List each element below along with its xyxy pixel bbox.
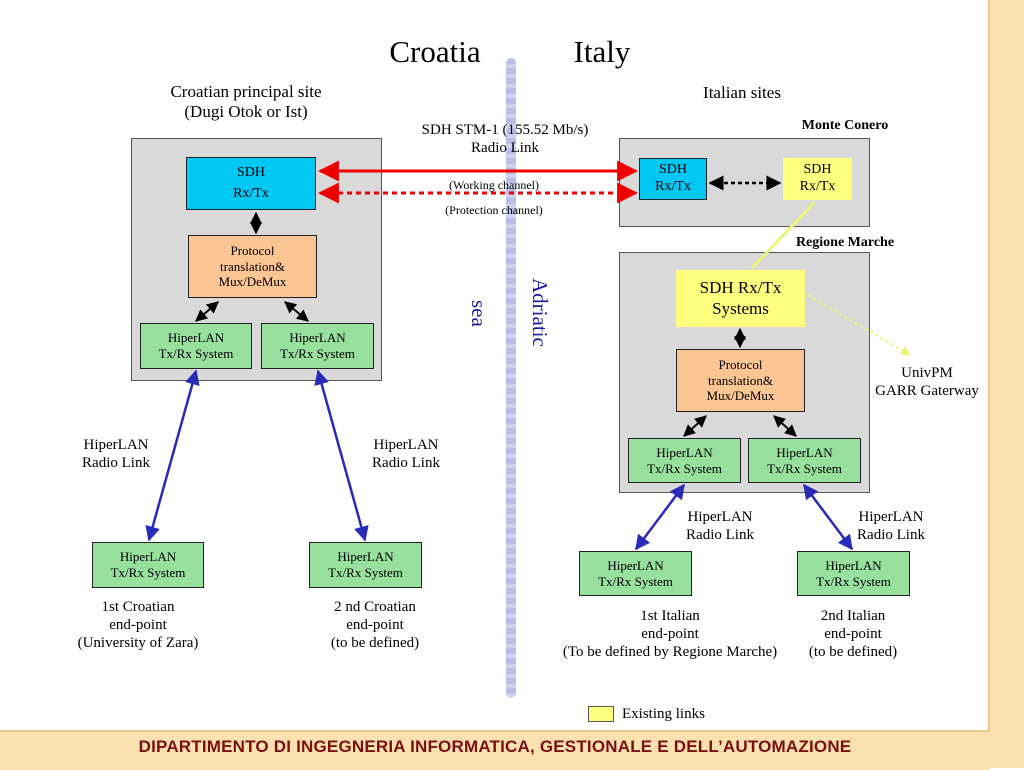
italian-radio-link-right (803, 483, 853, 551)
italian-protocol-hiperlan-left-link (683, 415, 707, 437)
croatian-protocol-hiperlan-right-link (284, 301, 309, 322)
italian-protocol-hiperlan-right-link (773, 415, 797, 437)
croatian-site-title: Croatian principal site (Dugi Otok or Is… (170, 82, 322, 122)
footer-bar (0, 730, 990, 770)
existing-link-univpm (807, 294, 911, 356)
italian-protocol-box: Protocol translation& Mux/DeMux (676, 349, 805, 412)
croatian-radio-link-label-right: HiperLAN Radio Link (372, 437, 440, 471)
adriatic-label: Adriatic (528, 278, 552, 347)
croatian-protocol-box: Protocol translation& Mux/DeMux (188, 235, 317, 298)
croatian-endpoint1-box: HiperLAN Tx/Rx System (92, 542, 204, 588)
sea-divider (506, 58, 516, 698)
croatian-hiperlan-box-left: HiperLAN Tx/Rx System (140, 323, 252, 369)
regione-marche-label: Regione Marche (795, 235, 895, 250)
monte-conero-label: Monte Conero (801, 118, 889, 133)
right-band-divider (988, 0, 990, 768)
italian-endpoint2-box: HiperLAN Tx/Rx System (797, 551, 910, 596)
italian-radio-link-left (635, 483, 685, 551)
univpm-gateway-label: UnivPM GARR Gaterway (875, 365, 979, 399)
croatian-endpoint2-box: HiperLAN Tx/Rx System (309, 542, 422, 588)
legend-existing-links-label: Existing links (622, 706, 705, 722)
country-title-italy: Italy (573, 34, 631, 69)
croatian-sdh-box: SDH Rx/Tx (186, 157, 316, 210)
sea-label: sea (467, 300, 491, 327)
italian-hiperlan-box-right: HiperLAN Tx/Rx System (748, 438, 861, 483)
footer-title: DIPARTIMENTO DI INGEGNERIA INFORMATICA, … (138, 737, 852, 756)
monte-sdh-box-right: SDH Rx/Tx (783, 158, 852, 200)
country-title-croatia: Croatia (389, 34, 481, 69)
italian-endpoint1-box: HiperLAN Tx/Rx System (579, 551, 692, 596)
croatian-endpoint2-label: 2 nd Croatian end-point (to be defined) (330, 599, 420, 651)
croatian-hiperlan-box-right: HiperLAN Tx/Rx System (261, 323, 374, 369)
sdh-link-title: SDH STM-1 (155.52 Mb/s) Radio Link (421, 122, 589, 156)
monte-sdh-box-left: SDH Rx/Tx (639, 158, 707, 200)
italian-hiperlan-box-left: HiperLAN Tx/Rx System (628, 438, 741, 483)
italian-endpoint2-label: 2nd Italian end-point (to be defined) (808, 608, 898, 660)
existing-link-conero-marche (750, 200, 817, 270)
italian-endpoint1-label: 1st Italian end-point (To be defined by … (562, 608, 778, 660)
italian-radio-link-label-right: HiperLAN Radio Link (857, 509, 925, 543)
italian-sites-title: Italian sites (703, 83, 781, 102)
italian-radio-link-label-left: HiperLAN Radio Link (686, 509, 754, 543)
croatian-protocol-hiperlan-left-link (195, 301, 219, 322)
croatian-radio-link-right (314, 369, 369, 542)
croatian-radio-link-left (145, 369, 200, 542)
protection-channel-label: (Protection channel) (445, 203, 543, 217)
croatian-endpoint1-label: 1st Croatian end-point (University of Za… (77, 599, 199, 651)
right-decorative-band (990, 0, 1024, 768)
sdh-systems-box: SDH Rx/Tx Systems (676, 270, 805, 327)
croatian-radio-link-label-left: HiperLAN Radio Link (82, 437, 150, 471)
legend-swatch-existing (588, 706, 614, 722)
